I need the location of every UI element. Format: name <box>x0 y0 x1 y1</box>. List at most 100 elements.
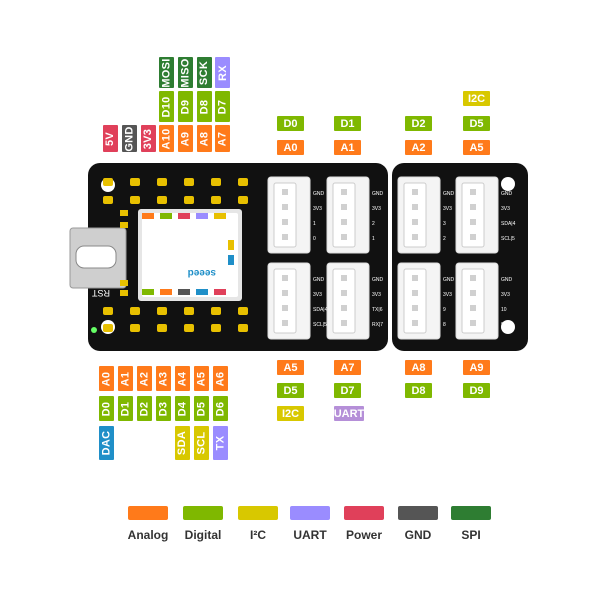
grove-pin <box>341 305 347 311</box>
grove-pin <box>341 290 347 296</box>
pin-a0: A0 <box>99 366 114 391</box>
top-header-pads <box>103 178 248 204</box>
pin-a3: A3 <box>156 366 171 391</box>
grove-pin-label: 3V3 <box>313 206 322 212</box>
grove-pin <box>470 320 476 326</box>
grove-pin-label: 3V3 <box>372 206 381 212</box>
grove6-uart: UART <box>333 406 365 421</box>
legend-label-uart: UART <box>293 528 327 542</box>
pin-d10: D10 <box>159 91 174 122</box>
xiao-shield <box>142 213 238 297</box>
module-pin-strip <box>142 213 234 295</box>
pin-d4: D4 <box>175 396 190 421</box>
pin-a8: A8 <box>197 125 212 152</box>
grove-pin-label: GND <box>313 277 325 283</box>
grove-pin <box>412 275 418 281</box>
grove-pin-label: GND <box>313 191 325 197</box>
grove-pin <box>470 275 476 281</box>
pin-d9: D9 <box>178 91 193 122</box>
grove-pin-label: 10 <box>501 307 507 313</box>
grove6-a7: A7 <box>334 360 361 375</box>
grove-pin <box>341 275 347 281</box>
legend-swatch-gnd <box>398 506 438 520</box>
grove-pin <box>282 290 288 296</box>
pin-mosi: MOSI <box>159 57 174 88</box>
grove-pin-label: 8 <box>443 322 446 328</box>
grove-pin-label: TX|6 <box>372 307 383 313</box>
pin-a2: A2 <box>137 366 152 391</box>
grove3-a2: A2 <box>405 140 432 155</box>
pin-sda: SDA <box>175 426 190 460</box>
grove-pin-label: 3V3 <box>372 292 381 298</box>
pin-a1: A1 <box>118 366 133 391</box>
grove7-a8: A8 <box>405 360 432 375</box>
pin-a10: A10 <box>159 125 174 152</box>
grove-pin <box>282 189 288 195</box>
pin-3v3: 3V3 <box>141 125 156 152</box>
pin-dac: DAC <box>99 426 114 460</box>
pin-d5: D5 <box>194 396 209 421</box>
grove-pin-label: SCL|5 <box>501 236 515 242</box>
grove1-d0: D0 <box>277 116 304 131</box>
grove-pin <box>341 234 347 240</box>
grove-pin <box>412 290 418 296</box>
grove-pin <box>412 234 418 240</box>
legend-label-i2c: I²C <box>250 528 266 542</box>
mount-hole <box>501 177 515 191</box>
grove-pin <box>412 219 418 225</box>
grove-pin <box>341 204 347 210</box>
grove6-d7: D7 <box>334 383 361 398</box>
grove-pin-label: GND <box>501 277 513 283</box>
grove8-d9: D9 <box>463 383 490 398</box>
grove-pin-label: 3 <box>443 221 446 227</box>
grove-pin-label: 3V3 <box>313 292 322 298</box>
grove-pin <box>470 219 476 225</box>
grove5-d5: D5 <box>277 383 304 398</box>
usb-c-opening <box>75 245 117 269</box>
pin-rx: RX <box>215 57 230 88</box>
grove5-i2c: I2C <box>277 406 304 421</box>
grove-pin-label: 9 <box>443 307 446 313</box>
pin-d6: D6 <box>213 396 228 421</box>
pin-a6: A6 <box>213 366 228 391</box>
mount-hole <box>501 320 515 334</box>
grove-pin-label: GND <box>372 191 384 197</box>
pin-d8: D8 <box>197 91 212 122</box>
grove-connectors: GND3V310GND3V321GND3V332GND3V3SDA|4SCL|5… <box>267 176 516 340</box>
grove-pin <box>470 234 476 240</box>
pin-5v: 5V <box>103 125 118 152</box>
grove-pin-label: 1 <box>372 236 375 242</box>
legend-swatch-power <box>344 506 384 520</box>
grove-pin-label: 3V3 <box>501 206 510 212</box>
legend-swatch-digital <box>183 506 223 520</box>
legend-swatch-analog <box>128 506 168 520</box>
pin-d3: D3 <box>156 396 171 421</box>
grove-pin <box>282 320 288 326</box>
grove7-d8: D8 <box>405 383 432 398</box>
grove2-a1: A1 <box>334 140 361 155</box>
grove2-d1: D1 <box>334 116 361 131</box>
grove-pin-label: 3V3 <box>443 292 452 298</box>
grove-pin-label: SDA|4 <box>501 221 516 227</box>
grove-pin <box>412 305 418 311</box>
bottom-header-pads <box>103 307 248 332</box>
grove-pin <box>282 204 288 210</box>
grove-pin-label: GND <box>443 191 455 197</box>
legend-swatch-uart <box>290 506 330 520</box>
pin-scl: SCL <box>194 426 209 460</box>
pin-gnd: GND <box>122 125 137 152</box>
grove4-d5: D5 <box>463 116 490 131</box>
pin-d2: D2 <box>137 396 152 421</box>
rst-label: RST <box>91 288 110 298</box>
grove4-a5: A5 <box>463 140 490 155</box>
grove-pin-label: GND <box>501 191 513 197</box>
grove-pin-label: GND <box>443 277 455 283</box>
grove4-i2c: I2C <box>463 91 490 106</box>
grove5-a5: A5 <box>277 360 304 375</box>
pin-miso: MISO <box>178 57 193 88</box>
